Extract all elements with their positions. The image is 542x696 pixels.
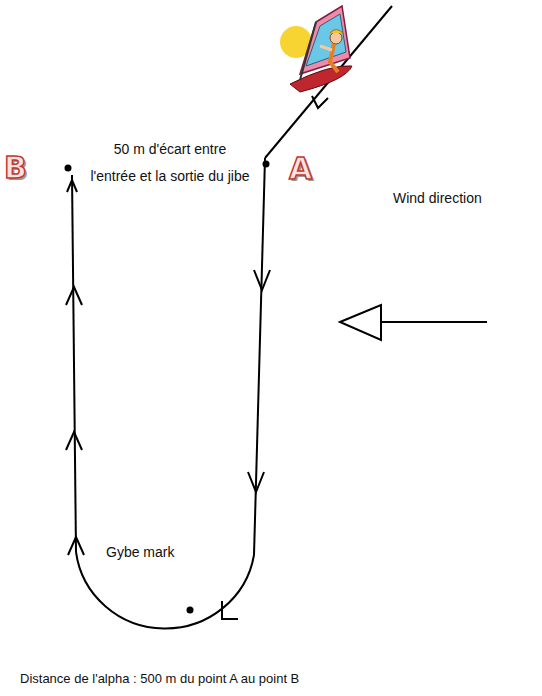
point-a-dot: [263, 161, 270, 168]
point-b-dot: [65, 165, 72, 172]
gybe-mark-symbol: [222, 601, 238, 619]
gybe-mark-dot: [187, 607, 194, 614]
windsurfer-illustration: [280, 6, 352, 92]
distance-note: Distance de l'alpha : 500 m du point A a…: [20, 671, 299, 686]
gybe-mark-label: Gybe mark: [106, 544, 174, 560]
course-path: [66, 6, 392, 629]
point-letter: B: [4, 150, 28, 185]
wind-label: Wind direction: [393, 190, 482, 206]
wind-arrow: [340, 305, 487, 340]
jibe-distance-note: 50 m d'écart entre l'entrée et la sortie…: [90, 136, 250, 190]
point-letter: A: [289, 151, 313, 186]
